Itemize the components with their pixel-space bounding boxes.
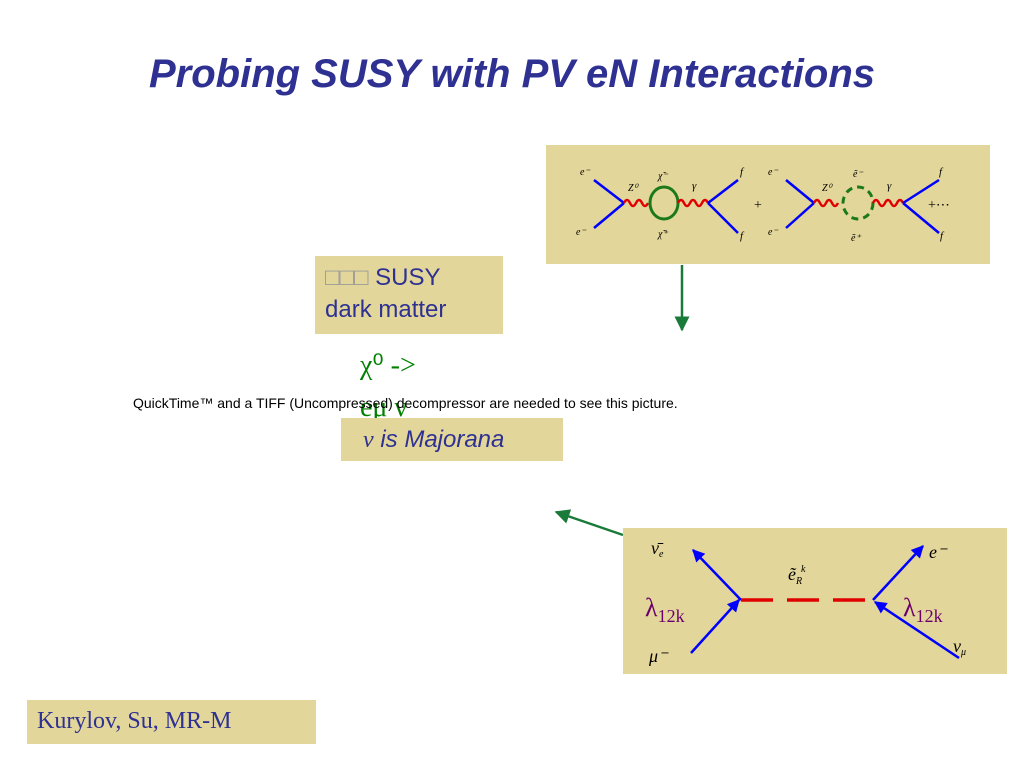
fermion-line [902, 202, 940, 234]
label-lambda-sub: 12k [916, 606, 943, 626]
fermion-line [593, 179, 625, 204]
majorana-label: is Majorana [373, 426, 505, 453]
svg-text:λ12k: λ12k [645, 593, 685, 626]
susy-word: SUSY [375, 264, 441, 291]
label-e-tilde: ẽ [788, 564, 797, 584]
electron-line [872, 545, 924, 601]
chi-decay-text: χ⁰ -> [360, 350, 416, 381]
label-gamma: γ [887, 180, 892, 192]
chi-decay-products: eμ ν [360, 392, 408, 423]
label-f: f [940, 230, 945, 242]
fermion-line [707, 202, 739, 234]
label-chi-tilde-minus: χ̃⁻ [657, 171, 668, 182]
label-e-tilde-minus: ẽ⁻ [853, 169, 863, 180]
label-e-minus: e⁻ [768, 227, 778, 238]
label-e-tilde-sup: k [801, 564, 806, 575]
majorana-box: ν is Majorana [341, 418, 563, 461]
label-lambda: λ [645, 593, 658, 622]
bottom-feynman-diagram: ν̄e μ⁻ e⁻ νμ ẽR k λ12k λ12k [623, 528, 1007, 674]
top-feynman-svg: e⁻ e⁻ Z⁰ χ̃⁻ χ̃⁺ γ f f + e⁻ e⁻ Z⁰ ẽ⁻ ẽ⁺ … [576, 166, 950, 244]
label-e-minus: e⁻ [929, 542, 948, 562]
fermion-line [785, 202, 815, 229]
label-z0: Z⁰ [822, 183, 834, 194]
z-boson-wavy-line [622, 198, 650, 208]
label-e-minus: e⁻ [576, 227, 586, 238]
chargino-loop [648, 185, 680, 221]
photon-wavy-line [676, 198, 710, 208]
susy-line1: □□□ SUSY [325, 264, 441, 292]
fermion-line [902, 178, 940, 205]
svg-text:λ12k: λ12k [903, 593, 943, 626]
bottom-feynman-svg: ν̄e μ⁻ e⁻ νμ ẽR k λ12k λ12k [645, 538, 966, 666]
label-e-tilde-plus: ẽ⁺ [851, 233, 861, 244]
numu-line [873, 600, 960, 660]
label-f: f [740, 230, 745, 242]
plus-sign: + [754, 198, 762, 213]
photon-wavy-line [871, 198, 905, 208]
author-text: Kurylov, Su, MR-M [37, 708, 232, 734]
label-lambda-sub: 12k [658, 606, 685, 626]
label-gamma: γ [692, 180, 697, 192]
author-box: Kurylov, Su, MR-M [27, 700, 316, 744]
label-chi-tilde-plus: χ̃⁺ [657, 229, 668, 240]
selectron-loop [841, 185, 875, 221]
fermion-line [707, 179, 739, 204]
label-e-minus: e⁻ [768, 167, 778, 178]
label-lambda: λ [903, 593, 916, 622]
z-boson-wavy-line [812, 198, 840, 208]
majorana-nu-symbol: ν [363, 427, 374, 453]
svg-text:ν̄e: ν̄e [651, 538, 664, 560]
label-z0: Z⁰ [628, 183, 640, 194]
top-feynman-diagram: e⁻ e⁻ Z⁰ χ̃⁻ χ̃⁺ γ f f + e⁻ e⁻ Z⁰ ẽ⁻ ẽ⁺ … [546, 145, 990, 264]
svg-text:νμ: νμ [953, 636, 966, 658]
label-nu-bar-sub: e [659, 549, 664, 560]
susy-line2: dark matter [325, 296, 447, 323]
label-e-minus: e⁻ [580, 167, 590, 178]
label-nu-sub: μ [960, 647, 966, 658]
susy-dark-matter-box: □□□ SUSY dark matter [315, 256, 503, 334]
plus-ellipsis: +⋯ [928, 198, 950, 213]
label-e-tilde-sub: R [795, 576, 802, 587]
label-mu-minus: μ⁻ [648, 646, 669, 666]
label-f: f [939, 166, 944, 178]
fermion-line [785, 179, 815, 204]
muon-line [690, 599, 740, 654]
fermion-line [593, 202, 625, 229]
svg-text:ẽR: ẽR [788, 564, 802, 587]
diagonal-arrow [554, 509, 624, 537]
majorana-text: ν is Majorana [363, 426, 504, 454]
susy-missing-glyphs: □□□ [325, 264, 369, 291]
quicktime-placeholder-message: QuickTime™ and a TIFF (Uncompressed) dec… [133, 395, 678, 411]
slide-title: Probing SUSY with PV eN Interactions [148, 52, 876, 96]
antineutrino-line [692, 549, 742, 601]
label-f: f [740, 166, 745, 178]
label-nu: ν [953, 636, 961, 656]
